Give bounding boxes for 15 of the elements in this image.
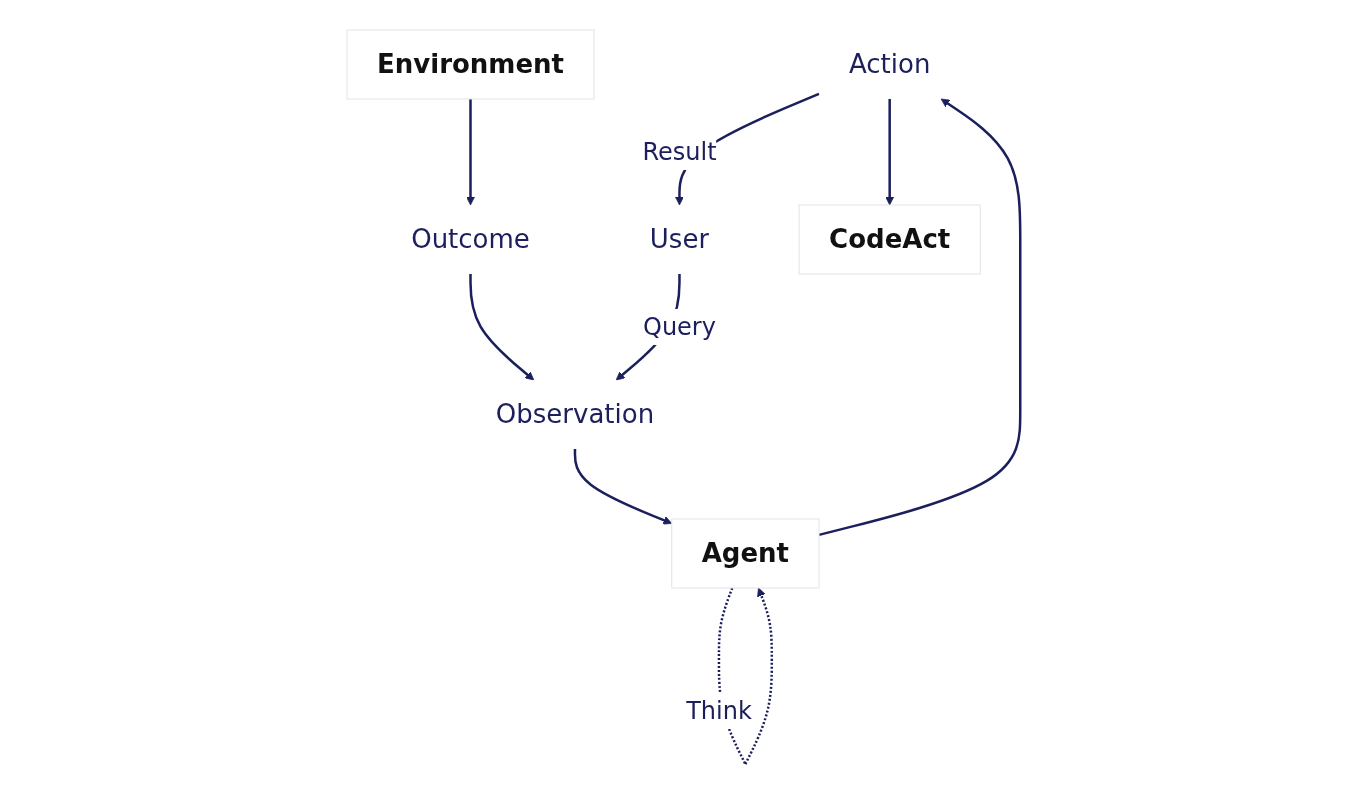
arrow: [885, 99, 895, 206]
node-text: Observation: [496, 399, 655, 430]
node-box: CodeAct: [798, 204, 982, 275]
arrow: [819, 98, 1022, 537]
edge-label: Think: [686, 697, 753, 726]
edge-label: Result: [642, 138, 717, 167]
node-box: Agent: [671, 518, 820, 589]
node-box: Environment: [346, 29, 595, 100]
arrow: [574, 449, 673, 525]
arrow: [469, 274, 535, 381]
node-text: Action: [849, 49, 931, 80]
node-text: Outcome: [411, 224, 531, 255]
edge-label: Query: [643, 313, 717, 342]
arrow: [466, 99, 476, 206]
node-text: User: [650, 224, 710, 255]
